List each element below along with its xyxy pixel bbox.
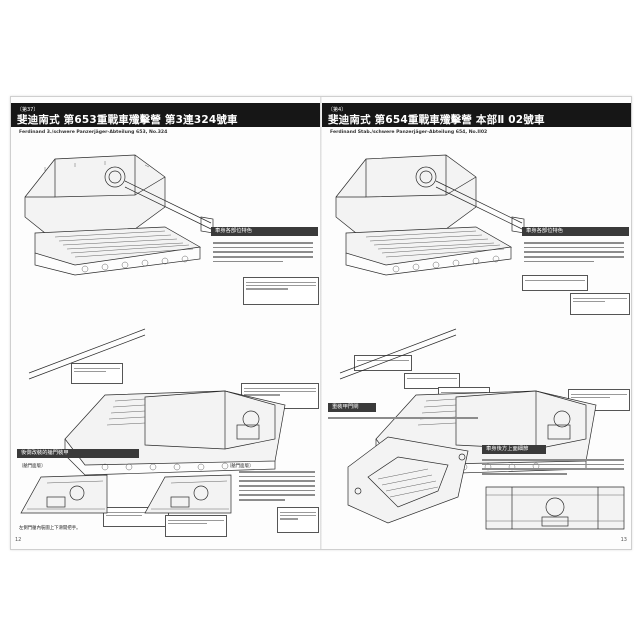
right-armor-hatch-text (328, 417, 478, 422)
rear-deck-detail-icon (485, 486, 625, 530)
left-page-subtitle: Ferdinand 3./schwere Panzerjäger-Abteilu… (19, 130, 168, 135)
left-page: 〔第37〕 斐迪南式 第653重戰車殲擊營 第3連324號車 Ferdinand… (11, 97, 320, 549)
right-callout-2 (570, 293, 630, 315)
left-inset-b-label: 〔艙門面版〕 (227, 464, 254, 469)
right-features-heading: 車身各部位特色 (522, 227, 629, 236)
left-callout-1 (243, 277, 319, 305)
page-gutter (320, 97, 322, 549)
right-rear-top-paragraph (482, 459, 624, 478)
book-spread: 〔第37〕 斐迪南式 第653重戰車殲擊營 第3連324號車 Ferdinand… (10, 96, 632, 550)
left-callout-2 (71, 363, 123, 384)
rear-hatch-detail-icon (347, 436, 469, 524)
right-callout-4 (404, 373, 460, 389)
right-page-title: 斐迪南式 第654重戰車殲擊營 本部Ⅱ 02號車 (328, 114, 545, 126)
tank-destroyer-rear-view-icon (28, 328, 286, 476)
left-inset-paragraph (239, 471, 315, 504)
hatch-inset-a-icon (20, 474, 108, 514)
left-bottom-caption: 左側門艙內裝圖上下滑開把手。 (19, 526, 81, 531)
left-page-title: 斐迪南式 第653重戰車殲擊營 第3連324號車 (17, 114, 238, 126)
left-inset-a-label: 〔艙門面版〕 (19, 464, 46, 469)
left-features-paragraph (213, 242, 313, 265)
right-armor-hatch-heading: 重裝甲門閘 (328, 403, 376, 412)
right-page-subtitle: Ferdinand Stab./schwere Panzerjäger-Abte… (330, 130, 488, 135)
tank-destroyer-front-view-icon-2 (335, 154, 525, 276)
right-features-paragraph (524, 242, 624, 265)
tank-destroyer-front-view-icon (24, 154, 214, 276)
right-page: 〔第4〕 斐迪南式 第654重戰車殲擊營 本部Ⅱ 02號車 Ferdinand … (322, 97, 631, 549)
left-features-heading: 車身各部位特色 (211, 227, 318, 236)
left-callout-5 (165, 515, 227, 537)
left-hatch-section-heading: 後側改裝的艙門裝甲 (17, 449, 139, 458)
right-callout-1 (522, 275, 588, 291)
right-rear-top-heading: 車身後方上面細節 (482, 445, 546, 454)
right-page-number: 13 (620, 537, 627, 543)
left-callout-6 (277, 507, 319, 533)
right-section-tag: 〔第4〕 (328, 107, 347, 113)
left-page-number: 12 (15, 537, 22, 543)
right-title-band: 〔第4〕 斐迪南式 第654重戰車殲擊營 本部Ⅱ 02號車 (322, 103, 631, 127)
hatch-inset-b-icon (144, 474, 232, 514)
left-title-band: 〔第37〕 斐迪南式 第653重戰車殲擊營 第3連324號車 (11, 103, 320, 127)
left-section-tag: 〔第37〕 (17, 107, 39, 113)
